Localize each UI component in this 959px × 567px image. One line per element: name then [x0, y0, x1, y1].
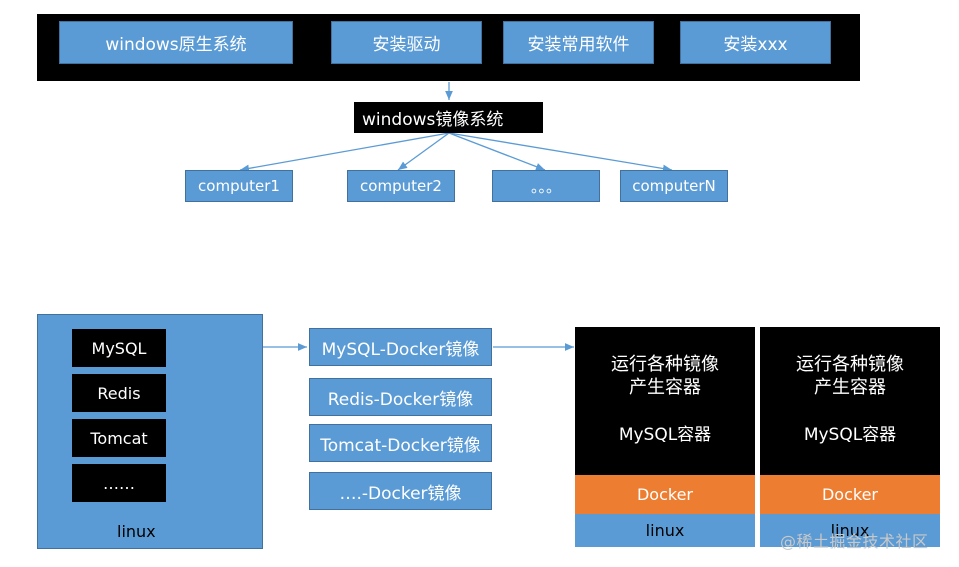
container-linux-2: linux [760, 514, 940, 547]
computerN-box: computerN [620, 170, 728, 202]
host-item-more: …… [72, 464, 166, 502]
host-item-tomcat: Tomcat [72, 419, 166, 457]
image-other-docker: ….-Docker镜像 [309, 472, 492, 510]
image-tomcat-docker: Tomcat-Docker镜像 [309, 424, 492, 462]
computer2-box: computer2 [347, 170, 455, 202]
container-linux-1: linux [575, 514, 755, 547]
install-xxx-box: 安装xxx [680, 21, 831, 64]
arrow-mirror-to-ellipsis [448, 132, 546, 171]
arrow-mirror-to-computer1 [239, 132, 450, 173]
host-item-redis: Redis [72, 374, 166, 412]
windows-native-system-box: windows原生系统 [59, 21, 293, 64]
container-panel-1-name: MySQL容器 [618, 425, 712, 445]
arrow-mirror-to-computerN [448, 132, 673, 173]
host-linux-label: linux [117, 522, 156, 541]
container-panel-2-name: MySQL容器 [803, 425, 897, 445]
container-panel-1: 运行各种镜像 产生容器 MySQL容器 [575, 327, 755, 475]
install-driver-box: 安装驱动 [331, 21, 482, 64]
container-panel-1-line1: 运行各种镜像 [611, 354, 719, 375]
container-panel-1-line2: 产生容器 [629, 377, 701, 398]
docker-engine-1: Docker [575, 475, 755, 514]
watermark: @稀土掘金技术社区 [780, 532, 929, 551]
arrow-mirror-to-computer2 [397, 132, 450, 171]
container-panel-2-line1: 运行各种镜像 [796, 354, 904, 375]
image-mysql-docker: MySQL-Docker镜像 [309, 328, 492, 366]
docker-engine-2: Docker [760, 475, 940, 514]
windows-mirror-system: windows镜像系统 [354, 102, 543, 133]
host-item-mysql: MySQL [72, 329, 166, 367]
install-software-box: 安装常用软件 [503, 21, 654, 64]
image-redis-docker: Redis-Docker镜像 [309, 378, 492, 416]
container-panel-2: 运行各种镜像 产生容器 MySQL容器 [760, 327, 940, 475]
computer1-box: computer1 [185, 170, 293, 202]
container-panel-2-line2: 产生容器 [814, 377, 886, 398]
ellipsis-computer-box: 。。。 [492, 170, 600, 202]
